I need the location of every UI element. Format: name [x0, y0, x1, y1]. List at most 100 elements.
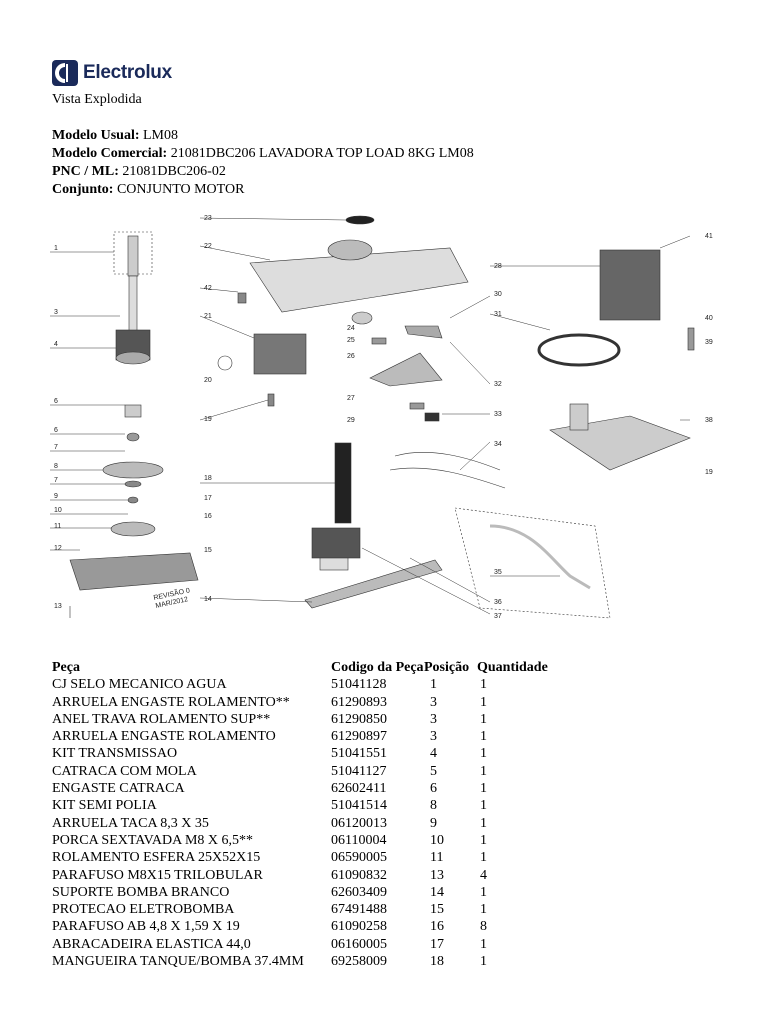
callout-label: 32	[494, 381, 502, 388]
cell-codigo: 61090258	[331, 919, 387, 935]
cell-quantidade: 1	[480, 729, 487, 745]
meta-value: 21081DBC206 LAVADORA TOP LOAD 8KG LM08	[170, 146, 474, 161]
callout-label: 6	[54, 427, 58, 434]
callout-label: 35	[494, 569, 502, 576]
cell-peca: CJ SELO MECANICO AGUA	[52, 677, 227, 693]
cell-quantidade: 1	[480, 850, 487, 866]
cell-posicao: 15	[430, 902, 444, 918]
cell-peca: ROLAMENTO ESFERA 25X52X15	[52, 850, 261, 866]
meta-label: PNC / ML:	[52, 164, 119, 179]
callout-label: 26	[347, 353, 355, 360]
cell-codigo: 51041127	[331, 763, 387, 779]
table-row: ENGASTE CATRACA 62602411 6 1	[52, 780, 540, 797]
callout-label: 39	[705, 339, 713, 346]
cell-quantidade: 1	[480, 832, 487, 848]
cell-quantidade: 8	[480, 919, 487, 935]
meta-value: 21081DBC206-02	[122, 164, 226, 179]
cell-quantidade: 1	[480, 954, 487, 970]
cell-posicao: 11	[430, 850, 444, 866]
header-quantidade: Quantidade	[477, 660, 548, 675]
cell-quantidade: 4	[480, 867, 487, 883]
meta-row: Modelo Comercial: 21081DBC206 LAVADORA T…	[52, 145, 474, 163]
callout-label: 19	[705, 469, 713, 476]
brand-name: Electrolux	[83, 62, 172, 83]
parts-table: Peça Codigo da Peça Posição Quantidade C…	[52, 659, 548, 970]
callout-label: 41	[705, 233, 713, 240]
cell-quantidade: 1	[480, 694, 487, 710]
cell-peca: PORCA SEXTAVADA M8 X 6,5**	[52, 832, 254, 848]
callout-label: 24	[347, 325, 355, 332]
callout-label: 27	[347, 395, 355, 402]
callout-label: 15	[204, 547, 212, 554]
cell-codigo: 61290893	[331, 694, 387, 710]
callout-label: 37	[494, 613, 502, 620]
callout-label: 9	[54, 493, 58, 500]
callout-label: 16	[204, 513, 212, 520]
callout-label: 10	[54, 507, 62, 514]
cell-peca: ARRUELA ENGASTE ROLAMENTO**	[52, 694, 290, 710]
electrolux-logo-icon	[52, 60, 78, 86]
cell-codigo: 06590005	[331, 850, 387, 866]
cell-peca: KIT TRANSMISSAO	[52, 746, 178, 762]
cell-codigo: 62602411	[331, 781, 387, 797]
callout-label: 7	[54, 477, 58, 484]
cell-posicao: 16	[430, 919, 444, 935]
cell-quantidade: 1	[480, 763, 487, 779]
callout-label: 30	[494, 291, 502, 298]
cell-peca: PARAFUSO M8X15 TRILOBULAR	[52, 867, 263, 883]
exploded-view-diagram: 1 3 4 6 6 7 8 7 9 10 11 12 13 14 15 16 1…	[50, 215, 713, 620]
cell-posicao: 6	[430, 781, 437, 797]
cell-peca: KIT SEMI POLIA	[52, 798, 157, 814]
callout-label: 42	[204, 285, 212, 292]
callout-label: 12	[54, 545, 62, 552]
meta-row: Modelo Usual: LM08	[52, 127, 474, 145]
header-peca: Peça	[52, 660, 80, 675]
cell-posicao: 3	[430, 694, 437, 710]
cell-posicao: 17	[430, 936, 444, 952]
cell-codigo: 61090832	[331, 867, 387, 883]
callout-label: 14	[204, 596, 212, 603]
cell-quantidade: 1	[480, 781, 487, 797]
meta-label: Modelo Comercial:	[52, 146, 168, 161]
callout-label: 4	[54, 341, 58, 348]
cell-codigo: 06160005	[331, 936, 387, 952]
cell-posicao: 9	[430, 815, 437, 831]
callout-label: 7	[54, 444, 58, 451]
model-info: Modelo Usual: LM08 Modelo Comercial: 210…	[52, 127, 474, 199]
cell-peca: CATRACA COM MOLA	[52, 763, 197, 779]
cell-quantidade: 1	[480, 884, 487, 900]
callout-labels: 1 3 4 6 6 7 8 7 9 10 11 12 13 14 15 16 1…	[54, 215, 713, 620]
cell-codigo: 61290850	[331, 711, 387, 727]
callout-label: 8	[54, 463, 58, 470]
cell-peca: ABRACADEIRA ELASTICA 44,0	[52, 936, 251, 952]
cell-posicao: 4	[430, 746, 437, 762]
callout-label: 40	[705, 315, 713, 322]
cell-codigo: 61290897	[331, 729, 387, 745]
cell-quantidade: 1	[480, 798, 487, 814]
meta-row: PNC / ML: 21081DBC206-02	[52, 163, 474, 181]
callout-label: 3	[54, 309, 58, 316]
callout-label: 22	[204, 243, 212, 250]
cell-codigo: 51041514	[331, 798, 387, 814]
callout-label: 34	[494, 441, 502, 448]
cell-peca: SUPORTE BOMBA BRANCO	[52, 884, 230, 900]
cell-posicao: 3	[430, 711, 437, 727]
cell-posicao: 5	[430, 763, 437, 779]
cell-peca: ENGASTE CATRACA	[52, 781, 185, 797]
meta-value: LM08	[143, 128, 178, 143]
callout-label: 28	[494, 263, 502, 270]
cell-peca: ARRUELA ENGASTE ROLAMENTO	[52, 729, 276, 745]
cell-peca: MANGUEIRA TANQUE/BOMBA 37.4MM	[52, 954, 304, 970]
header-posicao: Posição	[424, 660, 470, 675]
